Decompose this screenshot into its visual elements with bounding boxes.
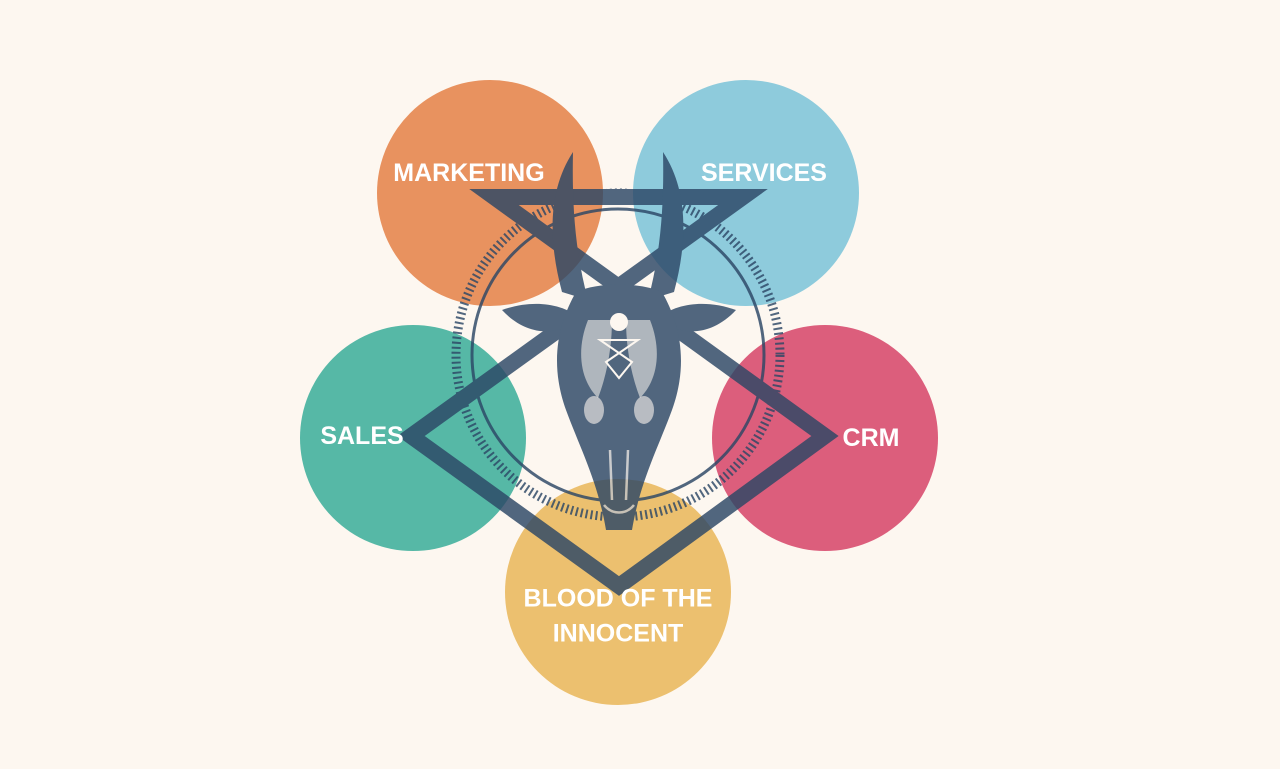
left-ear [502, 303, 580, 332]
label-marketing: MARKETING [393, 159, 544, 187]
label-sales: SALES [320, 422, 403, 450]
forehead-pentagram [596, 339, 642, 380]
labels-layer: MARKETING SERVICES SALES CRM BLOOD OF THE INN… [320, 159, 899, 648]
right-horn [648, 152, 684, 300]
left-eye [584, 396, 604, 424]
left-horn [552, 152, 588, 300]
right-eye [634, 396, 654, 424]
label-blood-of-the-innocent-line-1: BLOOD OF THE [524, 585, 713, 613]
skull [557, 284, 681, 530]
right-ear [658, 303, 736, 332]
label-blood-of-the-innocent-line-2: INNOCENT [553, 620, 684, 648]
outer-ring [451, 188, 785, 522]
goat-skull-pentagram-icon [397, 152, 839, 596]
label-services: SERVICES [701, 159, 827, 187]
snout [603, 449, 635, 514]
label-crm: CRM [843, 424, 900, 452]
forehead-dot [610, 313, 628, 331]
pentagram [397, 189, 839, 596]
